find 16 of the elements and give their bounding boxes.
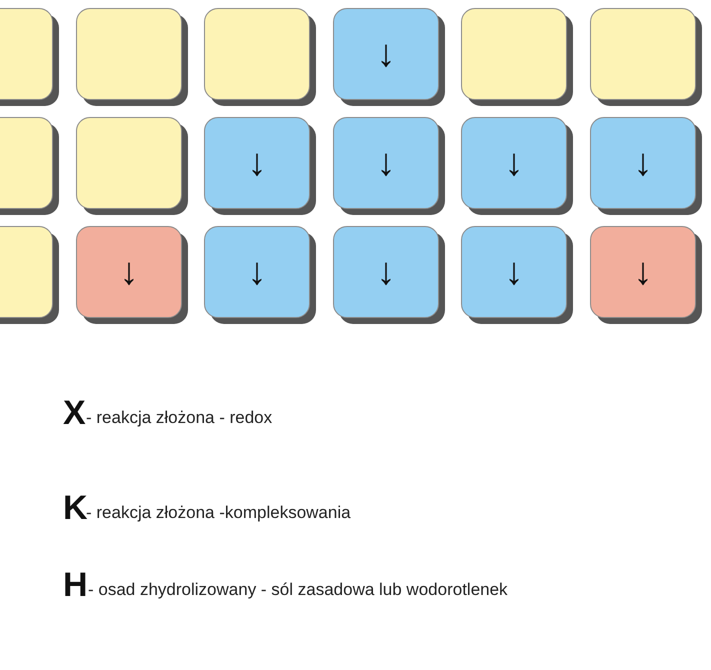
precipitate-arrow: ↓ [120,253,138,291]
precipitate-arrow: ↓ [248,253,266,291]
precipitate-arrow: ↓ [504,144,524,182]
legend-letter: X [63,396,86,430]
precipitate-arrow: ↓ [248,144,266,182]
precipitate-arrow: ↓ [504,253,524,291]
legend-letter: K [63,491,88,525]
precipitate-arrow: ↓ [376,144,396,182]
precipitate-arrow: ↓ [376,253,396,291]
precipitate-arrow: ↓ [376,35,396,73]
precipitate-arrow: ↓ [634,253,652,291]
legend-description: - osad zhydrolizowany - sól zasadowa lub wodorotlenek [88,581,508,598]
legend-letter: H [63,568,88,602]
legend-description: - reakcja złożona - redox [86,409,272,426]
legend-description: - reakcja złożona -kompleksowania [86,504,351,521]
precipitate-arrow: ↓ [634,144,652,182]
